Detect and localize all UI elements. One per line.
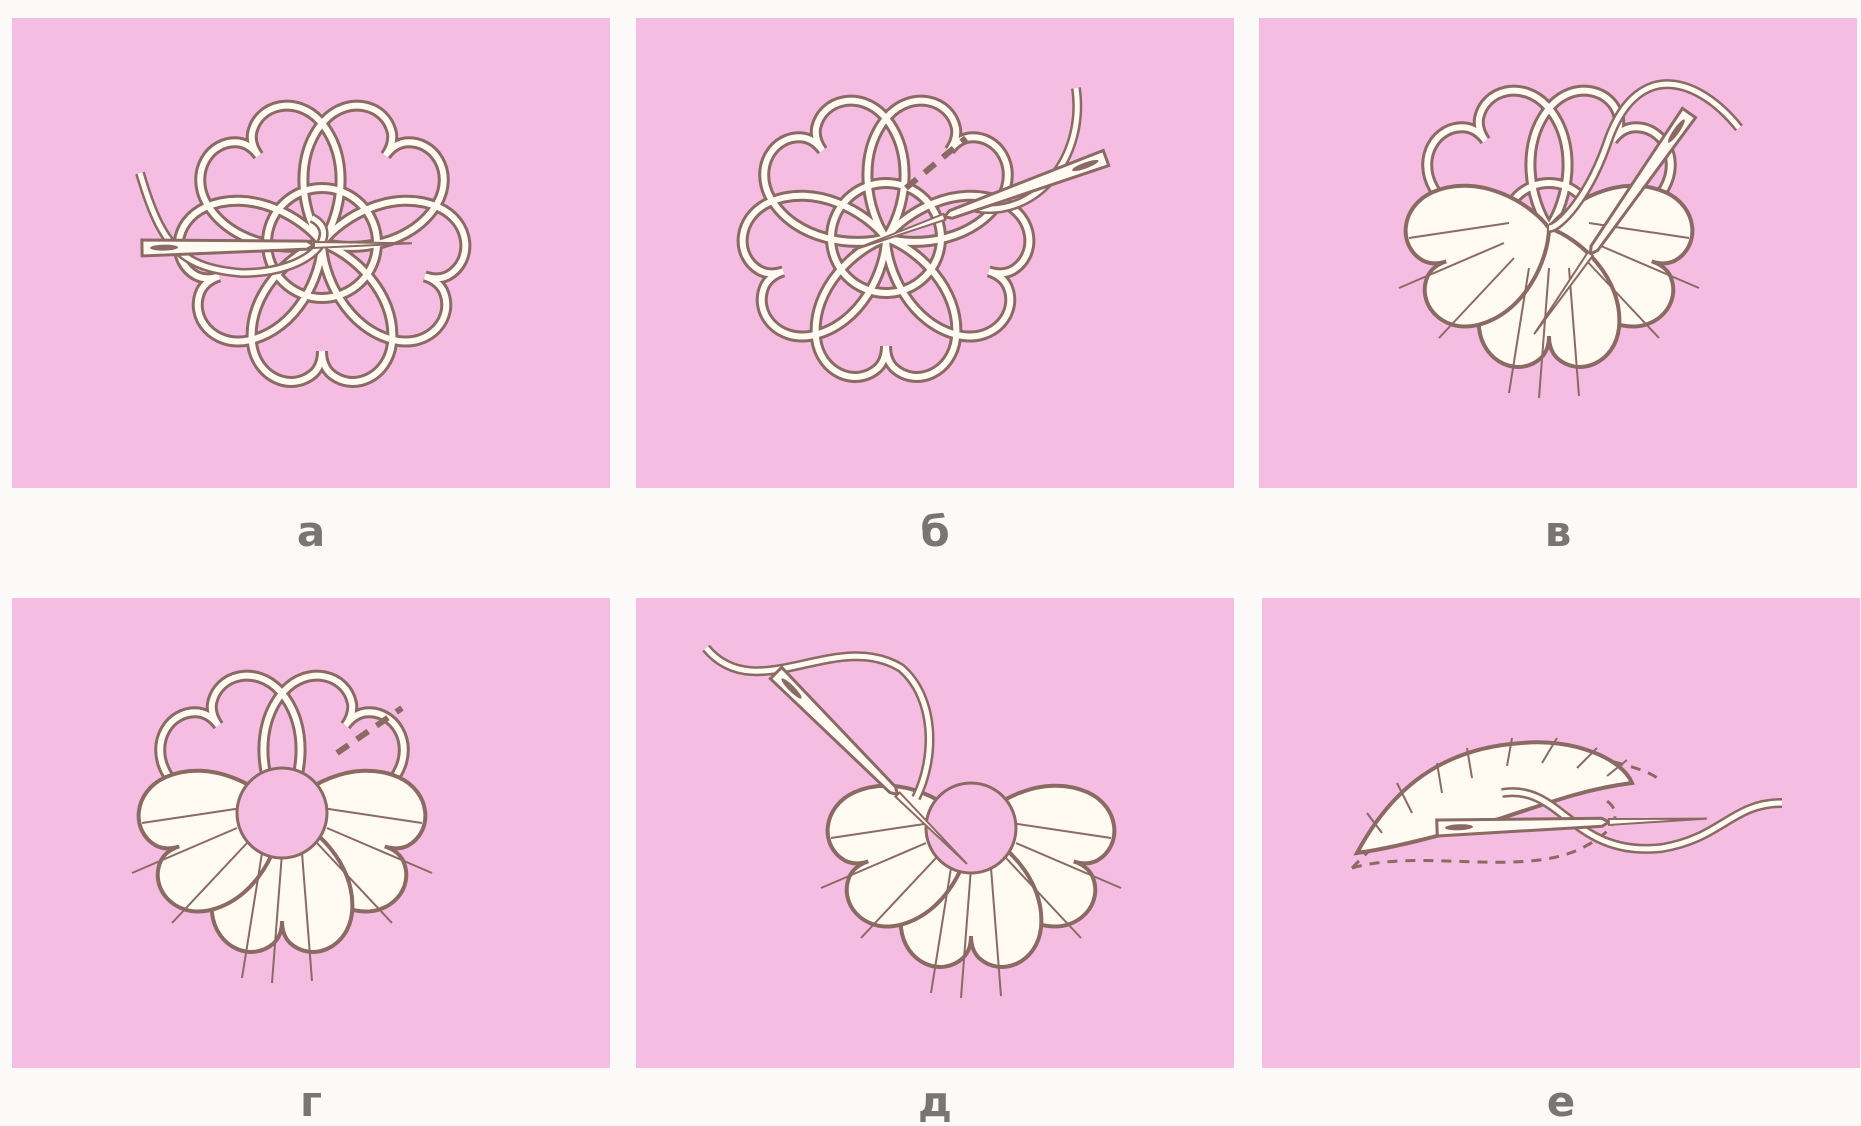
panel-label: г [12, 1078, 610, 1126]
panel-label: а [12, 508, 610, 556]
panel-g [12, 598, 610, 1068]
panel-label: в [1259, 508, 1857, 556]
flower-outline-illustration [636, 18, 1234, 488]
panel-label: е [1262, 1078, 1860, 1126]
panel-label: б [636, 508, 1234, 556]
leaf-stitch-illustration [1262, 598, 1860, 1068]
panel-a [12, 18, 610, 488]
flower-outline-illustration [12, 18, 610, 488]
flower-satin-stitch-illustration [1259, 18, 1857, 488]
panel-v [1259, 18, 1857, 488]
panel-d [636, 598, 1234, 1068]
panel-label: д [636, 1078, 1234, 1126]
panel-b [636, 18, 1234, 488]
flower-satin-stitch-illustration [636, 598, 1234, 1068]
flower-satin-stitch-illustration [12, 598, 610, 1068]
panel-e [1262, 598, 1860, 1068]
